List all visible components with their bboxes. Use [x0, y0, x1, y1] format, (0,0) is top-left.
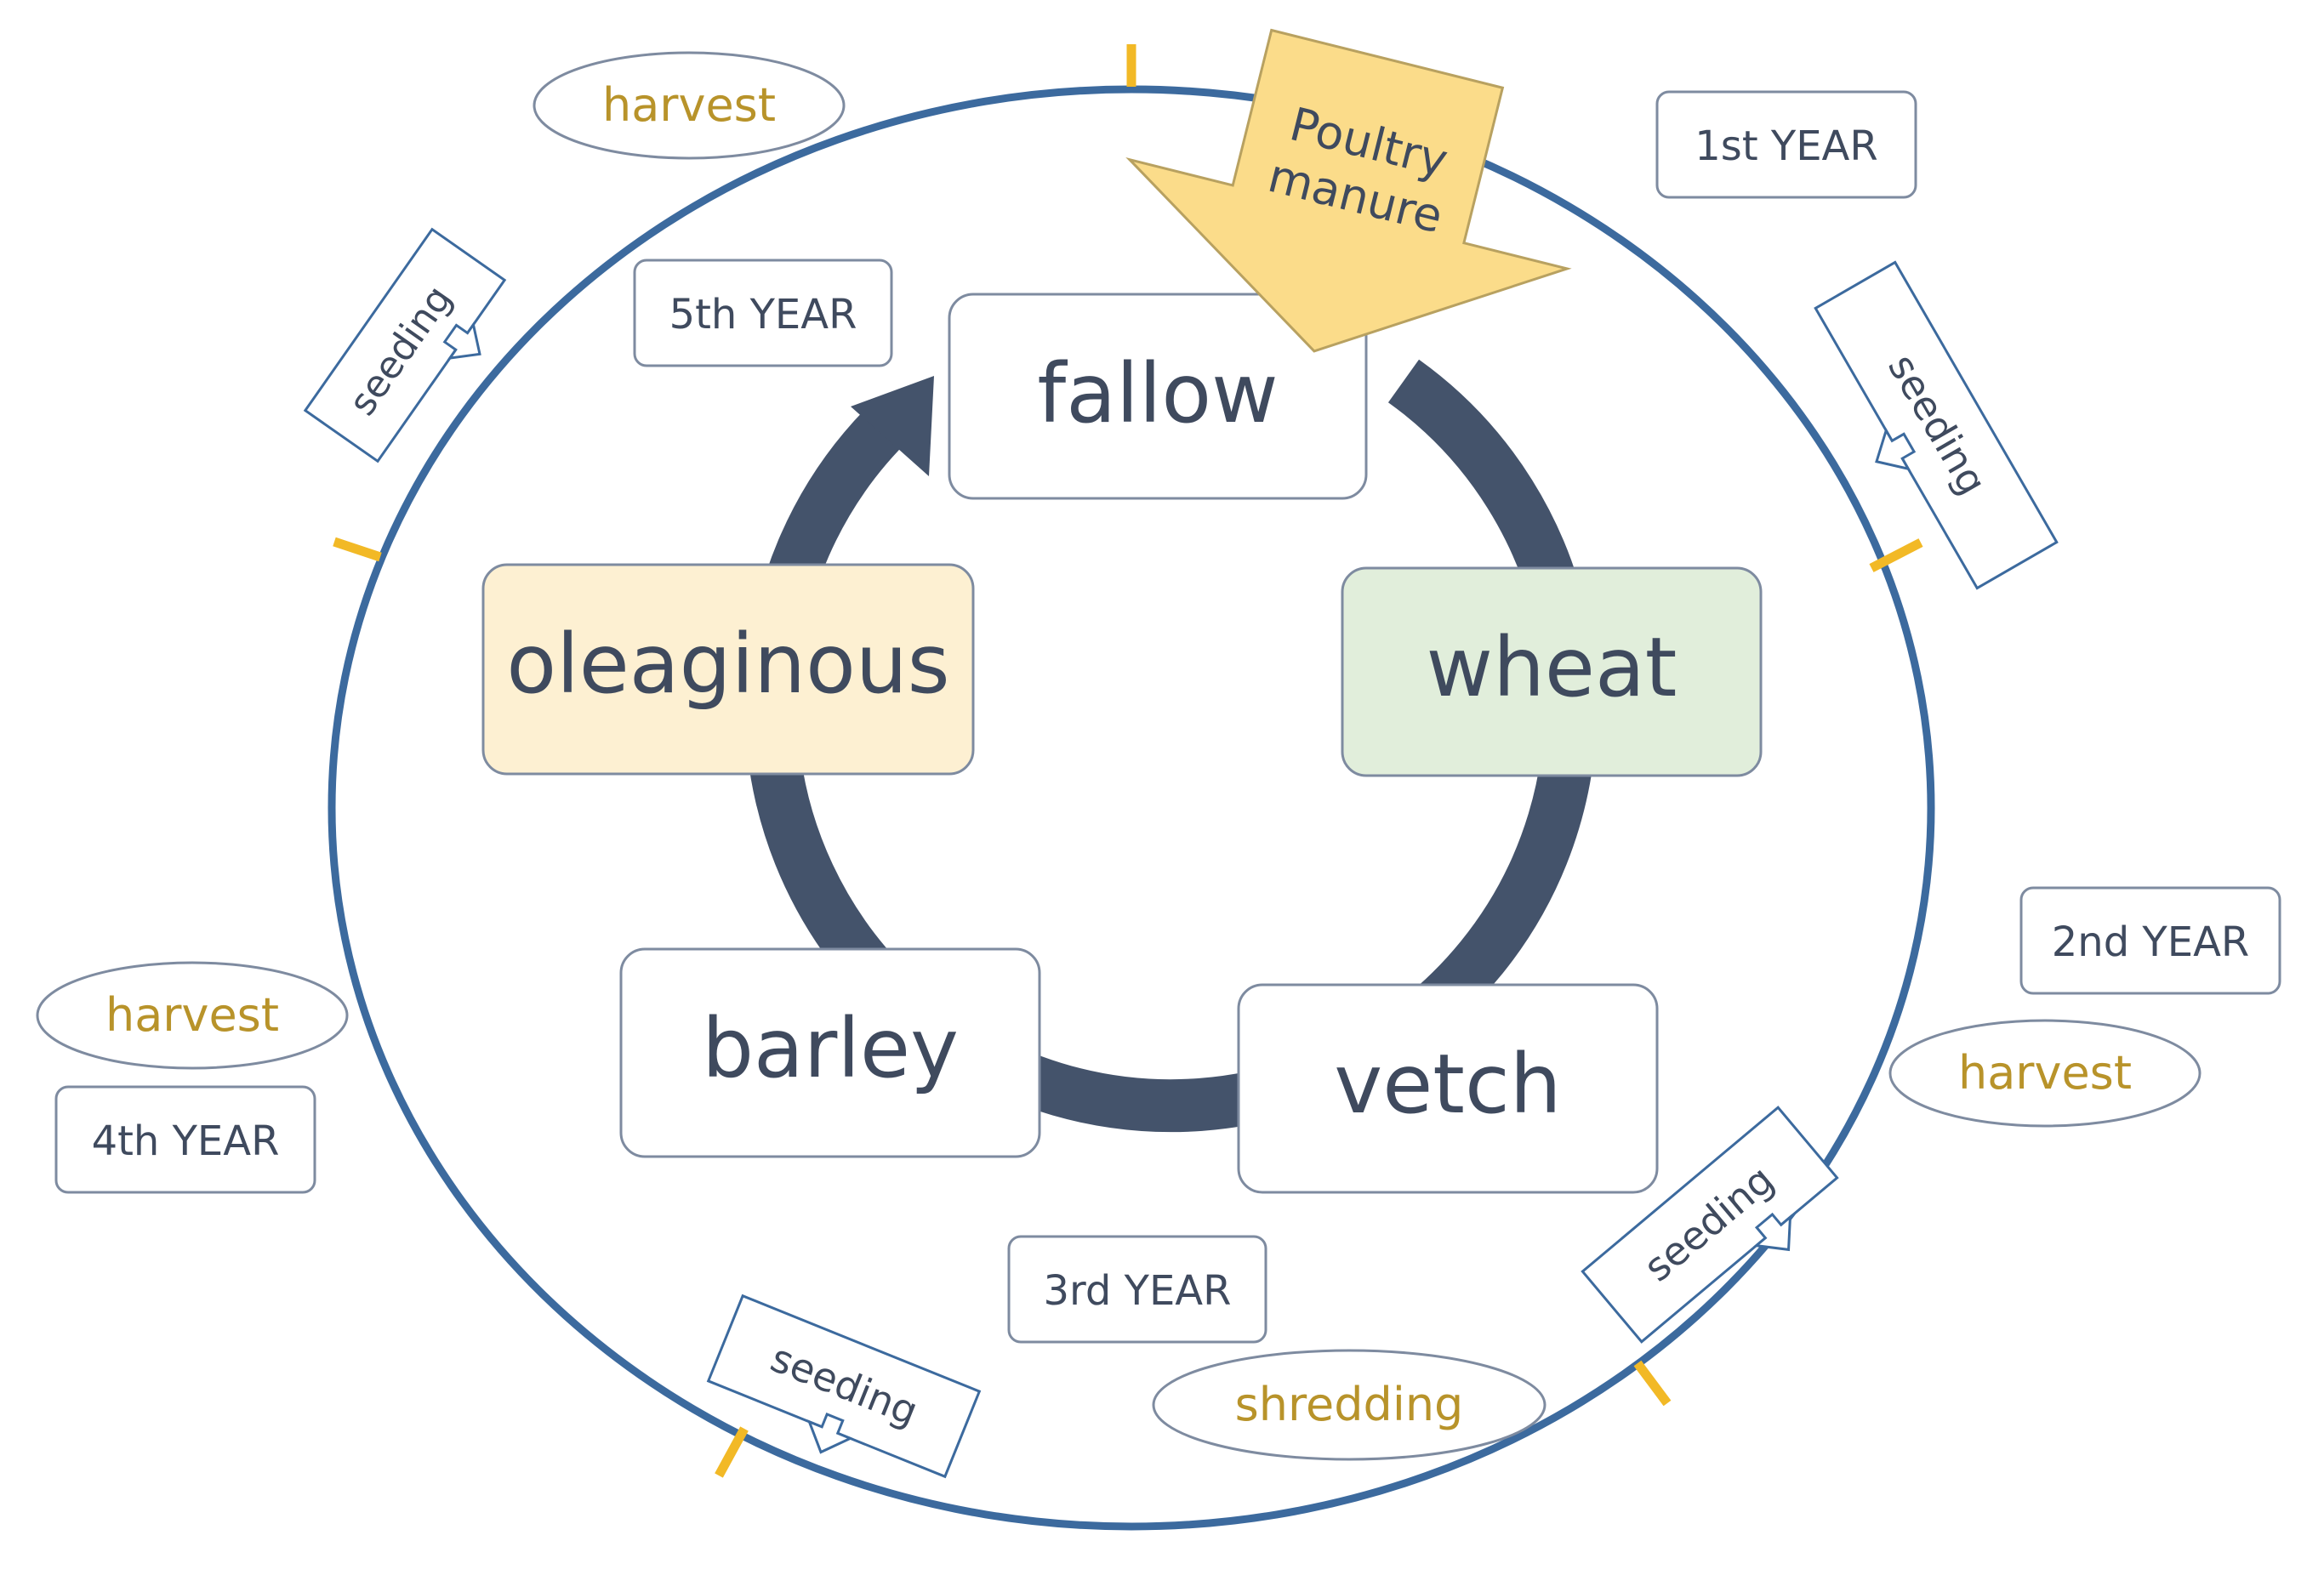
crop-label-fallow: fallow: [1037, 346, 1278, 441]
year-label-3: 3rd YEAR: [1007, 1235, 1267, 1344]
seeding-arrow-icon: [806, 1413, 854, 1454]
rotation-arrowhead-icon: [851, 376, 934, 476]
year-label-2: 2nd YEAR: [2019, 886, 2281, 995]
tick-marks: [333, 44, 1923, 1478]
year-label-1: 1st YEAR: [1655, 90, 1917, 199]
harvest-label-left: harvest: [36, 961, 349, 1070]
harvest-label-top: harvest: [533, 51, 846, 160]
tick-bottom-left: [715, 1426, 749, 1478]
manure-arrow: Poultry manure: [1125, 28, 1572, 353]
crop-box-wheat: wheat: [1341, 566, 1763, 777]
seeding-callout-upper-left: seeding: [303, 227, 507, 463]
svg-text:4th YEAR: 4th YEAR: [92, 1117, 280, 1165]
crop-label-oleaginous: oleaginous: [506, 617, 949, 712]
crop-box-vetch: vetch: [1237, 983, 1659, 1194]
tick-lower-right: [1633, 1360, 1672, 1407]
svg-text:5th YEAR: 5th YEAR: [669, 291, 857, 338]
crop-box-fallow: fallow: [948, 293, 1368, 500]
outer-circle: [328, 85, 1935, 1531]
crop-box-oleaginous: oleaginous: [481, 563, 975, 776]
shredding-label: shredding: [1152, 1349, 1546, 1461]
manure-arrow-shape: [1125, 28, 1572, 353]
harvest-label-right: harvest: [1888, 1019, 2202, 1128]
seeding-callout-bottom: seeding: [706, 1294, 982, 1479]
svg-text:harvest: harvest: [602, 78, 776, 132]
crop-label-wheat: wheat: [1427, 620, 1677, 715]
crop-label-vetch: vetch: [1334, 1037, 1561, 1132]
tick-right: [1869, 538, 1923, 572]
tick-left: [333, 537, 382, 562]
svg-text:3rd YEAR: 3rd YEAR: [1044, 1267, 1232, 1315]
svg-text:2nd YEAR: 2nd YEAR: [2052, 918, 2250, 966]
svg-text:shredding: shredding: [1235, 1378, 1464, 1431]
seeding-callout-upper-right: seeding: [1814, 260, 2059, 590]
svg-text:1st YEAR: 1st YEAR: [1695, 122, 1877, 170]
svg-text:harvest: harvest: [1958, 1046, 2132, 1100]
seeding-arrow-icon: [1753, 1212, 1792, 1252]
year-label-5: 5th YEAR: [633, 259, 893, 367]
seeding-arrow-icon: [1875, 427, 1917, 471]
crop-box-barley: barley: [619, 947, 1041, 1158]
crop-label-barley: barley: [702, 1001, 959, 1096]
seeding-arrow-icon: [442, 321, 481, 361]
svg-text:harvest: harvest: [105, 988, 279, 1042]
year-label-4: 4th YEAR: [54, 1085, 316, 1194]
